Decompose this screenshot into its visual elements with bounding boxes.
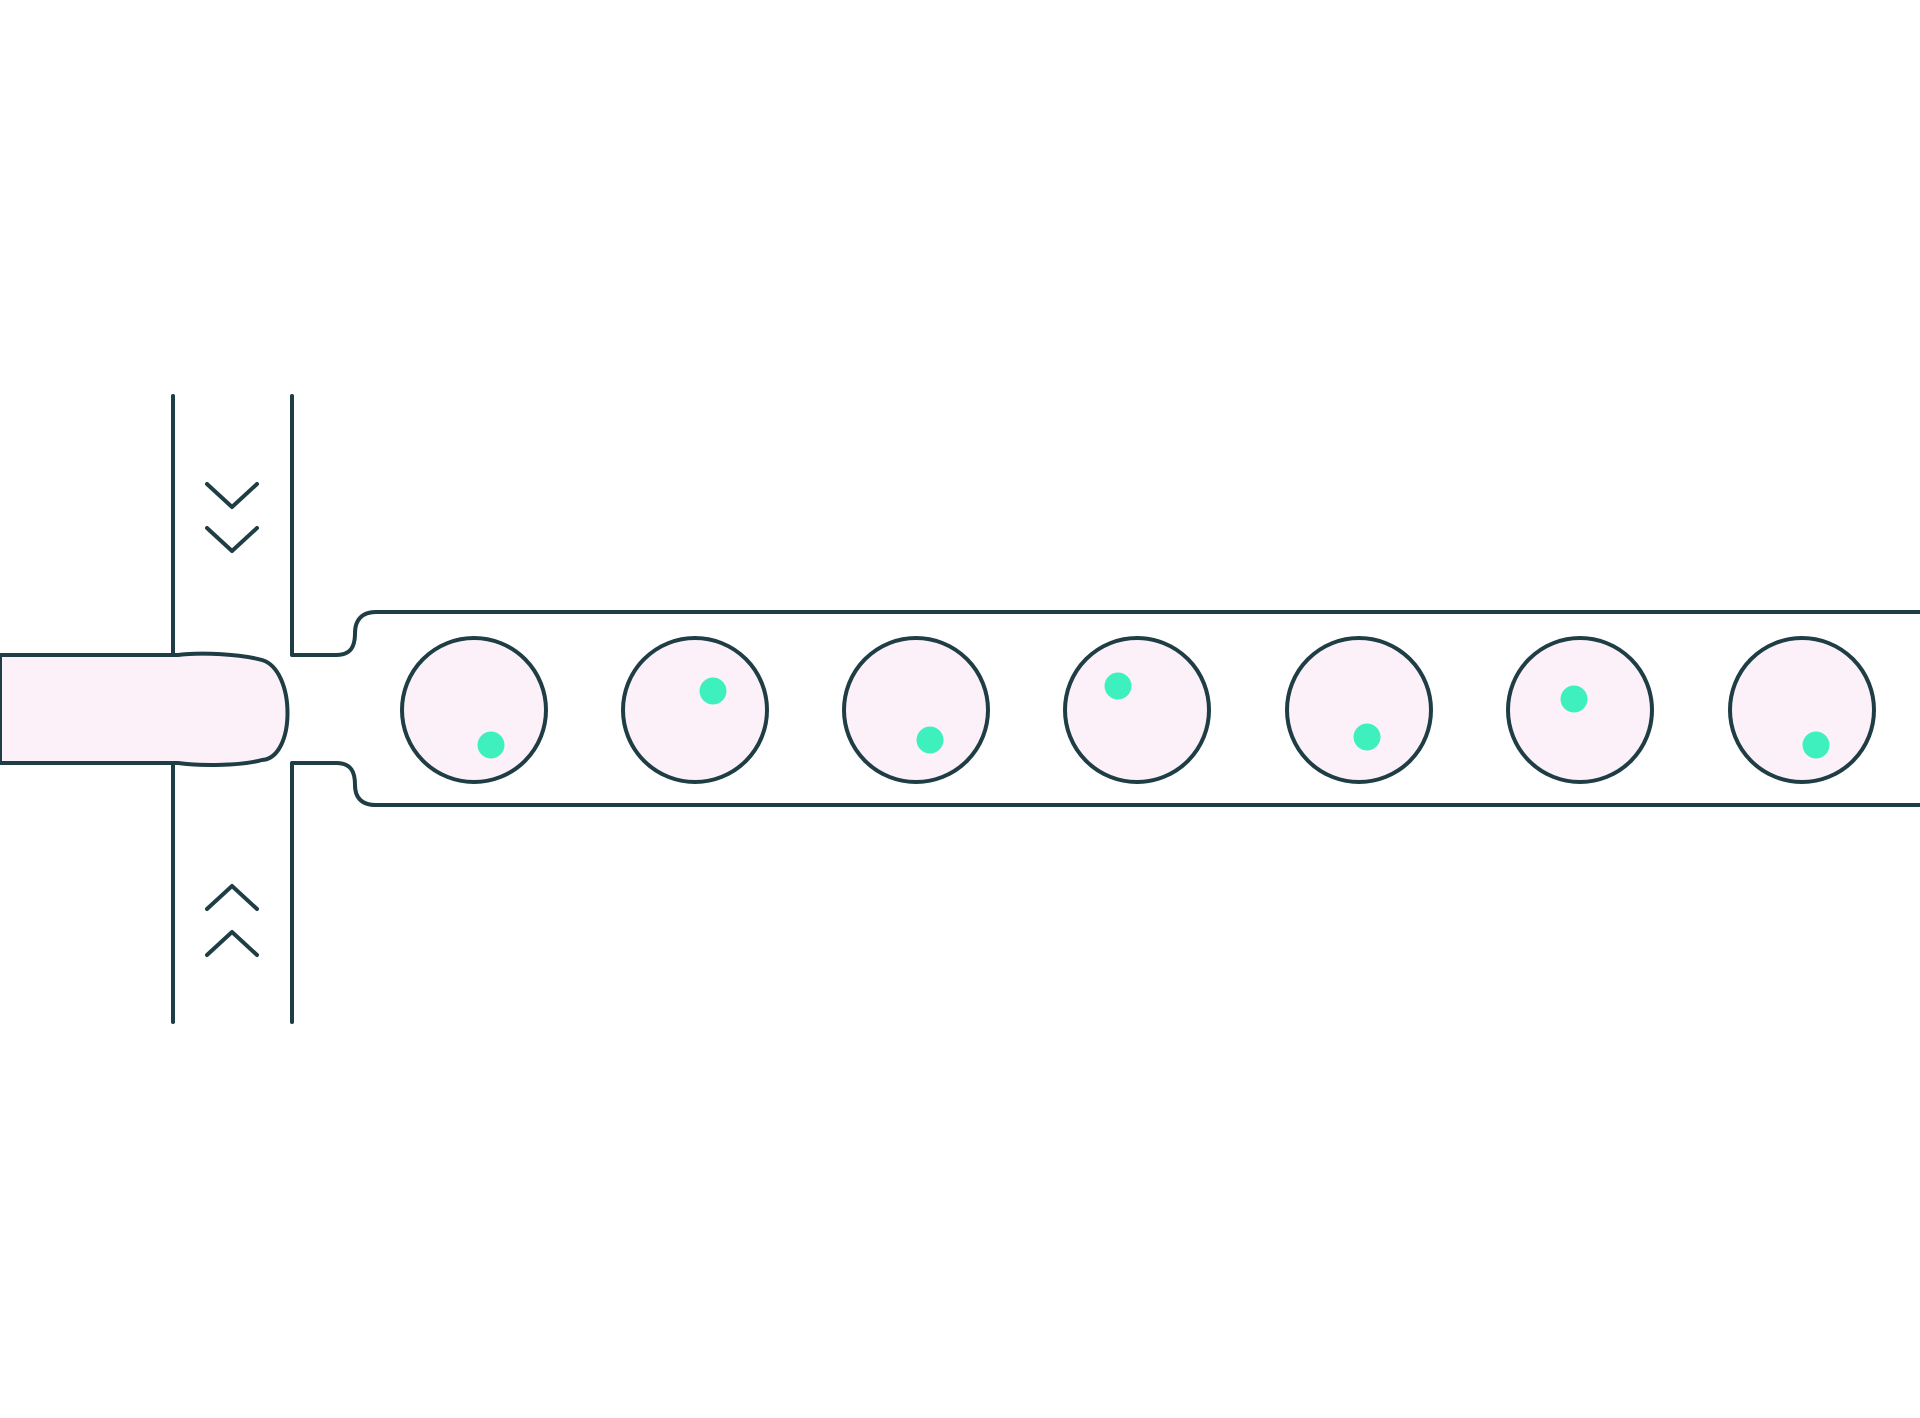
encapsulated-particle: [916, 726, 944, 754]
encapsulated-particle: [477, 731, 505, 759]
encapsulated-particle: [699, 677, 727, 705]
droplet: [400, 636, 548, 784]
droplet: [1063, 636, 1211, 784]
crossflow-channel-right-wall-bottom: [290, 761, 1920, 1024]
droplet: [1728, 636, 1876, 784]
inlet-stream: [0, 651, 290, 767]
chevron-down-icon: [205, 482, 259, 509]
encapsulated-particle: [1104, 672, 1132, 700]
chevron-up-icon: [205, 884, 259, 911]
encapsulated-particle: [1802, 731, 1830, 759]
droplet: [621, 636, 769, 784]
crossflow-channel-right-wall-top: [290, 394, 1920, 657]
encapsulated-particle: [1353, 723, 1381, 751]
chevron-up-icon: [205, 930, 259, 957]
encapsulated-particle: [1560, 685, 1588, 713]
chevron-down-icon: [205, 526, 259, 553]
droplet: [1285, 636, 1433, 784]
droplet: [842, 636, 990, 784]
